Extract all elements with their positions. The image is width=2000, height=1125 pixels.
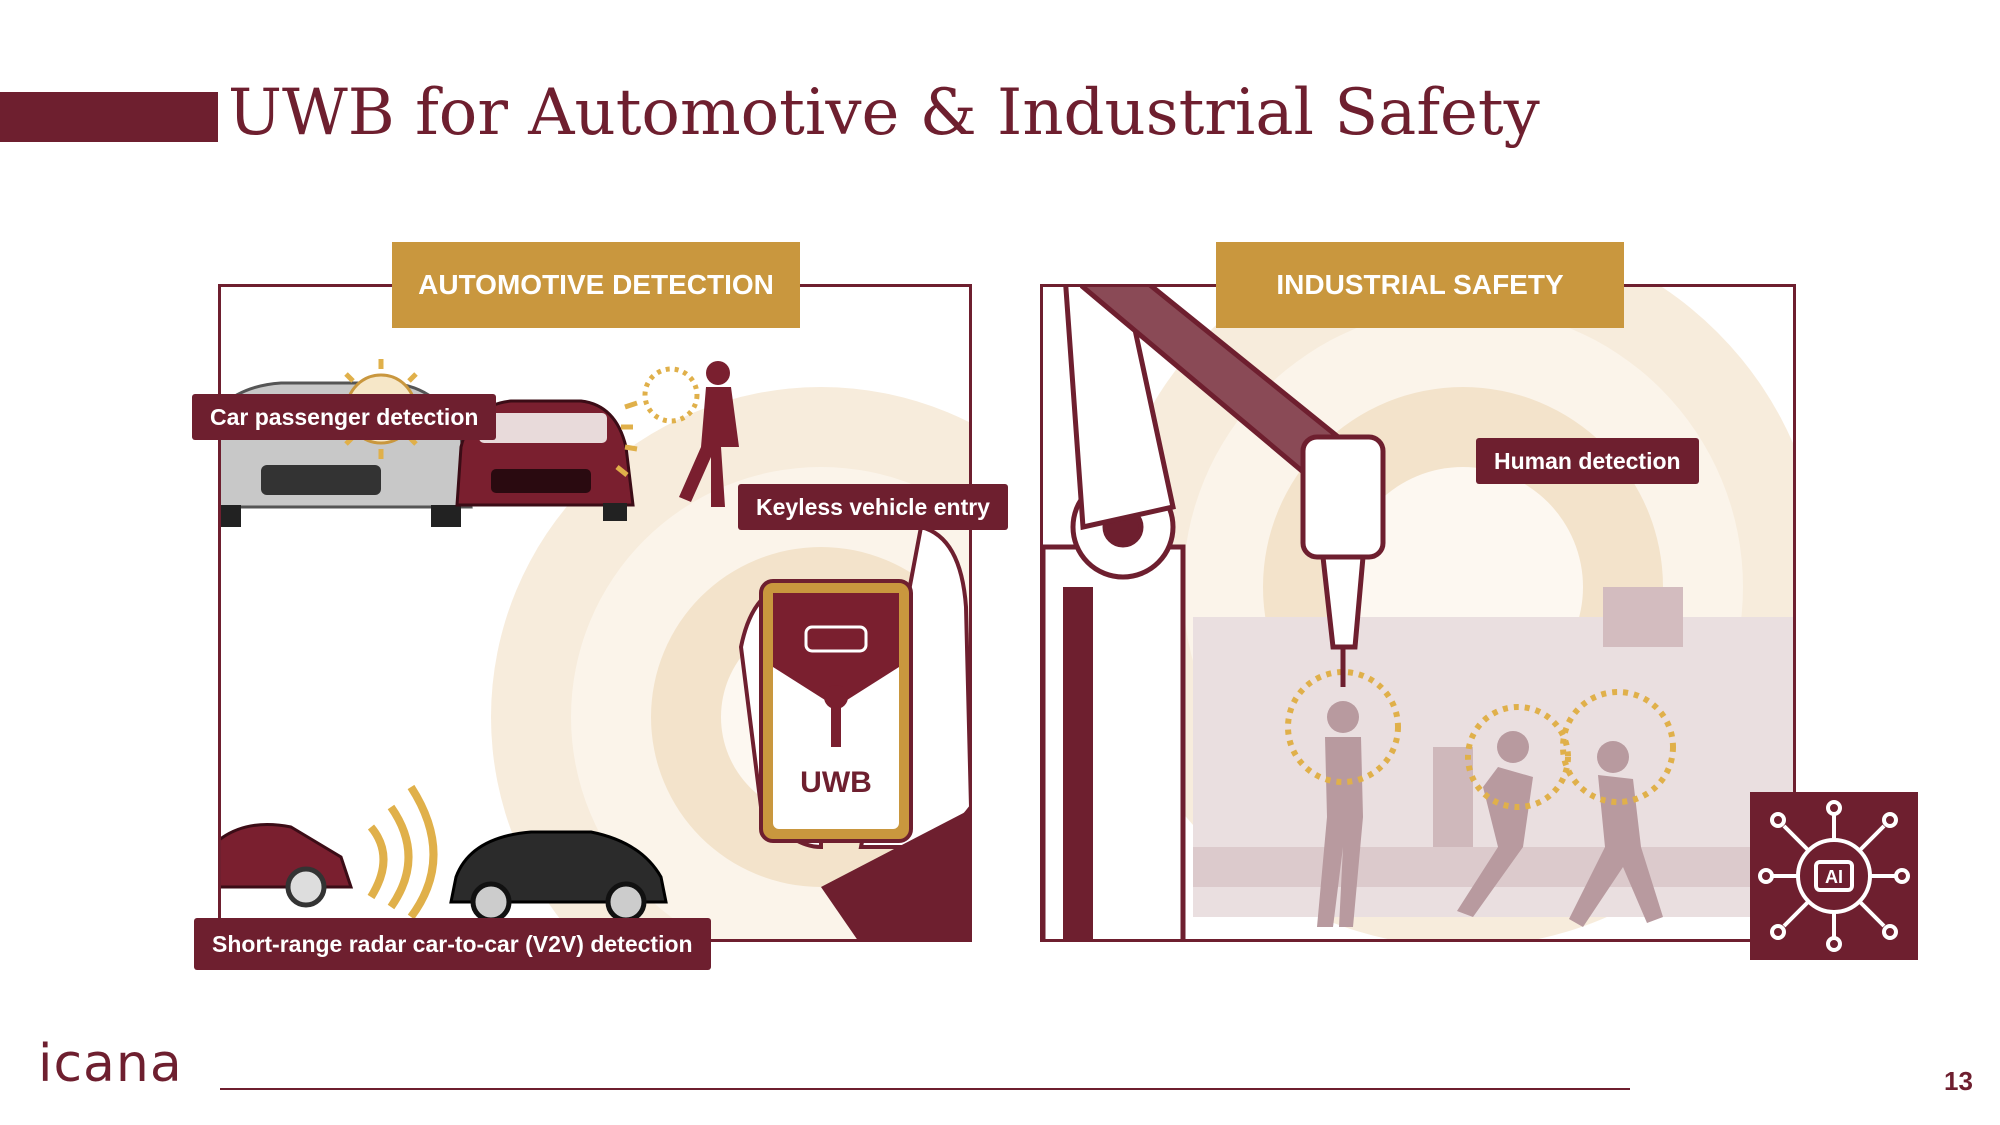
signal-waves-icon-2 [615, 400, 638, 477]
v2v-detection-label: Short-range radar car-to-car (V2V) detec… [194, 918, 711, 970]
industrial-header: INDUSTRIAL SAFETY [1216, 242, 1624, 328]
industrial-panel [1040, 284, 1796, 942]
footer-divider [220, 1088, 1630, 1090]
human-detection-label: Human detection [1476, 438, 1699, 484]
person-icon [679, 361, 739, 507]
ai-chip-icon: AI [1750, 792, 1918, 960]
car-icon-v2v-red [221, 823, 354, 908]
page-title: UWB for Automotive & Industrial Safety [228, 76, 1540, 150]
signal-waves-icon [1285, 669, 1676, 810]
automotive-panel: UWB [218, 284, 972, 942]
keyless-entry-label: Keyless vehicle entry [738, 484, 1008, 530]
phone-icon: UWB [738, 524, 969, 939]
industrial-illustration [1043, 287, 1793, 939]
car-icon-red [455, 399, 635, 521]
robot-arm-icon [1063, 287, 1386, 687]
car-icon [804, 625, 868, 653]
phone-uwb-text: UWB [800, 766, 872, 799]
signal-waves-icon-v2v [367, 784, 438, 920]
worker-icon [1317, 701, 1663, 927]
passenger-detection-label: Car passenger detection [192, 394, 497, 440]
page-number: 13 [1944, 1066, 1973, 1096]
icana-logo: icana [38, 1034, 183, 1094]
title-accent-bar [0, 92, 218, 142]
ai-text: AI [1825, 867, 1843, 887]
automotive-illustration: UWB [221, 359, 969, 939]
car-icon-v2v-black [449, 830, 668, 923]
key-icon [824, 685, 848, 709]
automotive-header: AUTOMOTIVE DETECTION [392, 242, 800, 328]
